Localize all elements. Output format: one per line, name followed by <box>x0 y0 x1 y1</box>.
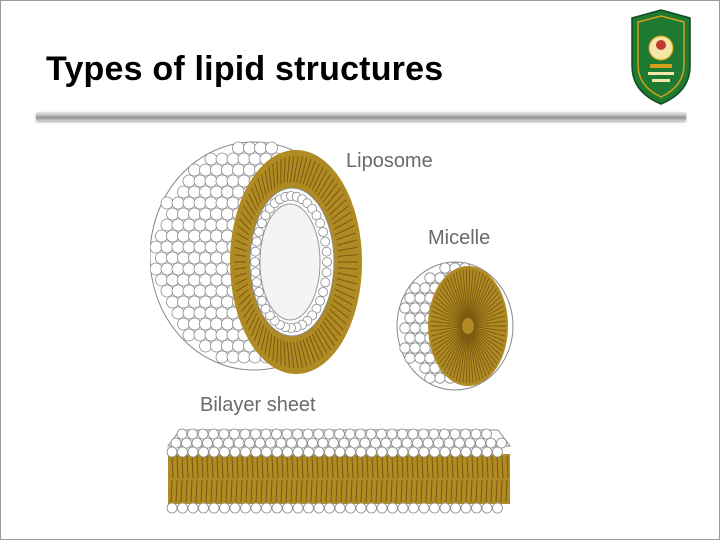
liposome-aqueous-core <box>259 203 321 321</box>
liposome-tail-lines <box>234 155 358 369</box>
bilayer-bottom-heads <box>166 502 503 514</box>
bilayer-sheet-structure <box>166 428 511 514</box>
liposome-inner-heads <box>250 191 332 333</box>
label-liposome: Liposome <box>346 150 433 172</box>
bilayer-top-heads <box>170 428 507 449</box>
bilayer-tail-lines <box>170 455 509 503</box>
bilayer-tail-region <box>168 454 510 504</box>
liposome-structure <box>150 141 362 374</box>
title-divider <box>36 112 686 121</box>
label-micelle: Micelle <box>428 227 491 249</box>
slide-title: Types of lipid structures <box>46 50 444 88</box>
micelle-tail-lines <box>430 269 506 383</box>
label-bilayer-sheet: Bilayer sheet <box>200 394 316 416</box>
lipid-structures-diagram <box>150 141 514 514</box>
bilayer-middle-heads <box>166 446 503 458</box>
micelle-core <box>428 266 508 386</box>
micelle-structure <box>396 261 514 391</box>
university-crest-logo <box>631 9 691 105</box>
